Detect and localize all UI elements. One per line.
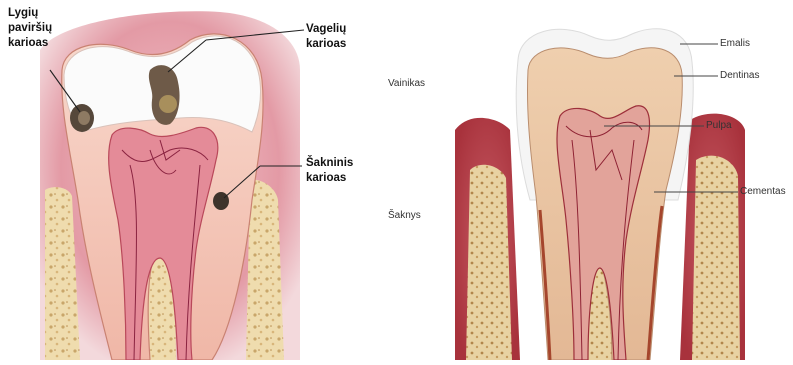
label-line: karioas xyxy=(306,171,353,186)
label-line: karioas xyxy=(8,36,52,51)
right-bone-left xyxy=(466,165,512,360)
right-bone-right xyxy=(692,156,740,360)
label-fissure-caries: Vagelių karioas xyxy=(306,22,346,52)
label-line: Lygių xyxy=(8,6,52,21)
label-root-caries: Šakninis karioas xyxy=(306,156,353,186)
left-tooth-diagram xyxy=(40,11,304,360)
label-dentin: Dentinas xyxy=(720,70,759,82)
label-crown: Vainikas xyxy=(388,78,425,90)
label-line: karioas xyxy=(306,37,346,52)
label-cementum: Cementas xyxy=(740,186,786,198)
smooth-surface-caries-core xyxy=(78,111,90,125)
fissure-caries-core xyxy=(159,95,177,113)
root-caries xyxy=(213,192,229,210)
label-enamel: Emalis xyxy=(720,38,750,50)
right-tooth-diagram xyxy=(455,29,745,360)
label-smooth-surface-caries: Lygių paviršių karioas xyxy=(8,6,52,51)
label-pulp: Pulpa xyxy=(706,120,732,132)
label-line: Vagelių xyxy=(306,22,346,37)
label-line: paviršių xyxy=(8,21,52,36)
label-line: Šakninis xyxy=(306,156,353,171)
label-root: Šaknys xyxy=(388,210,421,222)
